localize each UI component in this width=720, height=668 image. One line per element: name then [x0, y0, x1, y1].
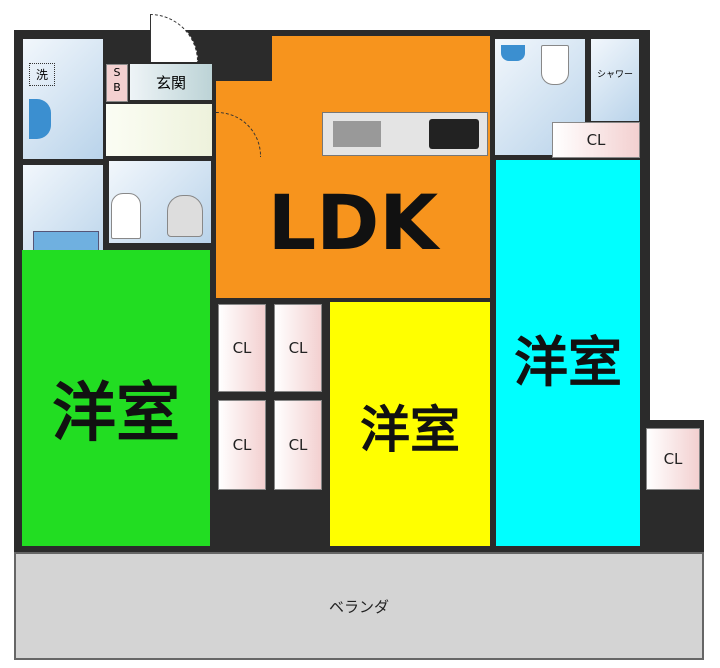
shower-label: シャワー	[597, 70, 634, 80]
veranda: ベランダ	[14, 552, 704, 660]
western-room-left: 洋室	[22, 250, 210, 546]
entrance-label: 玄関	[155, 73, 186, 92]
sink-icon	[501, 45, 525, 61]
western-room-right-label: 洋室	[514, 331, 622, 394]
closet[interactable]: CL	[274, 400, 322, 490]
western-room-center-label: 洋室	[360, 401, 460, 459]
closet[interactable]: CL	[218, 304, 266, 392]
closet[interactable]: CL	[218, 400, 266, 490]
shower-room: シャワー	[586, 34, 644, 126]
western-room-center: 洋室	[330, 302, 490, 546]
western-room-left-label: 洋室	[52, 377, 180, 451]
stove-icon	[429, 119, 479, 149]
toilet-icon	[111, 193, 141, 239]
pillar	[214, 33, 272, 81]
sink-icon	[333, 121, 381, 147]
hallway	[106, 104, 212, 156]
closet[interactable]: CL	[646, 428, 700, 490]
veranda-label: ベランダ	[328, 597, 389, 616]
closet[interactable]: CL	[552, 122, 640, 158]
western-room-right: 洋室	[496, 160, 640, 546]
closet[interactable]: CL	[274, 304, 322, 392]
washing-machine-label: 洗	[29, 63, 56, 86]
entrance: 玄関	[130, 64, 212, 100]
toilet-icon	[541, 45, 569, 85]
kitchen-counter	[322, 112, 488, 156]
entrance-door[interactable]	[150, 14, 198, 62]
shoe-box: SB	[106, 64, 128, 102]
ldk-label: LDK	[267, 177, 439, 267]
washroom: 洗	[18, 34, 108, 164]
urinal-icon	[167, 195, 203, 237]
toilet-room	[104, 156, 216, 248]
sink-icon	[29, 99, 51, 139]
